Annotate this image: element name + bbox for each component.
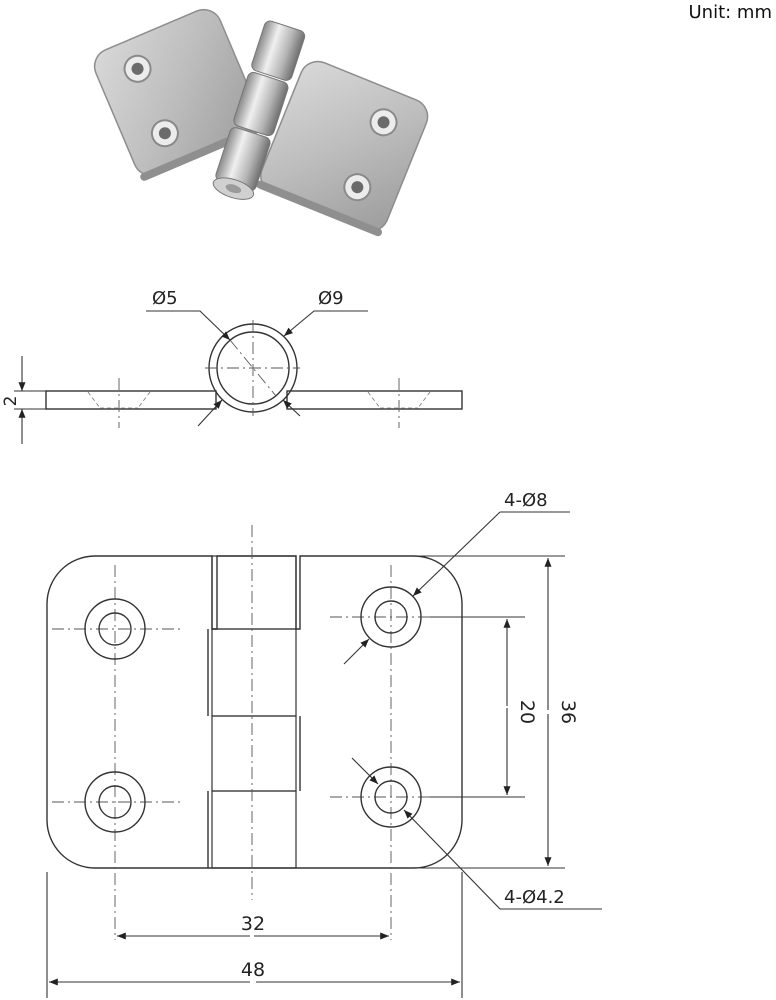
side-view-left-plate xyxy=(45,390,217,410)
overall-width-label: 48 xyxy=(241,959,265,981)
small-hole-label: 4-Ø4.2 xyxy=(504,887,565,908)
unit-label: Unit: mm xyxy=(688,2,773,23)
hole-horizontal-spacing-label: 32 xyxy=(241,913,265,935)
top-view: 4-Ø8 4-Ø4.2 20 36 32 48 xyxy=(46,490,602,998)
knuckle-segment-bottom xyxy=(211,790,297,869)
hole-top-left xyxy=(84,598,146,660)
hole-bottom-right xyxy=(360,766,422,828)
hole-bottom-left xyxy=(84,771,146,833)
knuckle-segment-top xyxy=(211,555,297,630)
overall-height-label: 36 xyxy=(557,700,579,724)
knuckle-diameter-label: Ø9 xyxy=(318,288,344,309)
hole-top-right xyxy=(360,586,422,648)
thickness-label: 2 xyxy=(1,396,21,407)
large-hole-label: 4-Ø8 xyxy=(504,490,548,511)
hinge-photo xyxy=(93,8,429,237)
side-view: Ø5 Ø9 2 xyxy=(1,288,463,444)
pin-diameter-label: Ø5 xyxy=(152,288,178,309)
hinge-knuckle xyxy=(212,20,306,200)
top-view-outline xyxy=(46,555,463,869)
knuckle-segment-lower xyxy=(211,715,297,792)
hinge-right-leaf xyxy=(256,60,429,237)
hole-vertical-spacing-label: 20 xyxy=(516,700,538,724)
knuckle-segment-middle xyxy=(211,628,297,717)
